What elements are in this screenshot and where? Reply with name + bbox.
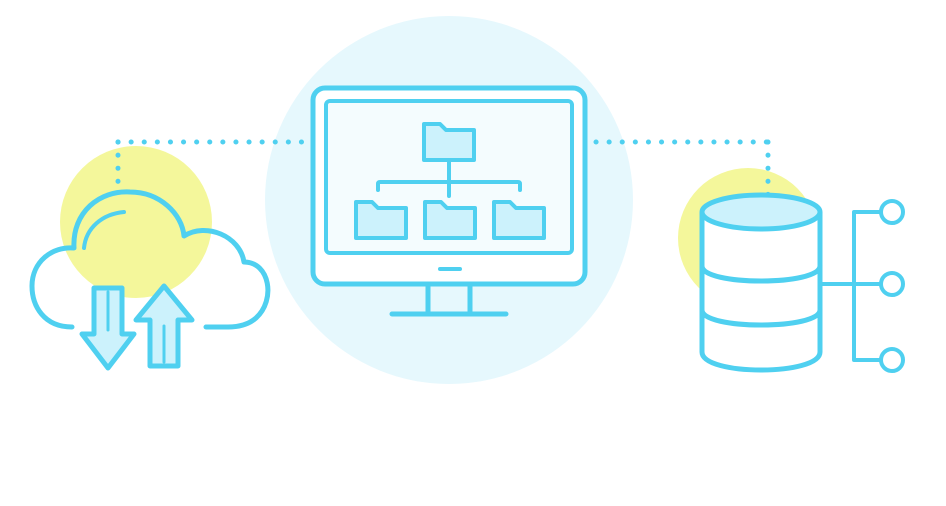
folder-tree-branches: [376, 160, 522, 198]
database-disk-lines: [699, 263, 823, 328]
folder-icon-left: [354, 200, 408, 240]
cloud-outline: [29, 189, 271, 330]
network-node-middle: [879, 271, 905, 297]
database-connector-lines: [818, 210, 882, 362]
database-cylinder: [699, 212, 823, 373]
cloud-halo: [60, 146, 212, 298]
database-network-icon: [699, 192, 905, 373]
cloud-sync-icon: [29, 189, 271, 371]
network-node-bottom: [879, 347, 905, 373]
network-node-top: [879, 199, 905, 225]
folder-icon-right: [492, 200, 546, 240]
cloud-inner-highlight: [82, 210, 126, 250]
monitor-stand: [389, 281, 509, 317]
folder-icon-root: [422, 122, 476, 162]
monitor-folder-tree-icon: [310, 85, 588, 317]
database-top: [699, 192, 823, 232]
folder-icon-middle: [423, 200, 477, 240]
dotted-connector-right: [593, 139, 771, 199]
